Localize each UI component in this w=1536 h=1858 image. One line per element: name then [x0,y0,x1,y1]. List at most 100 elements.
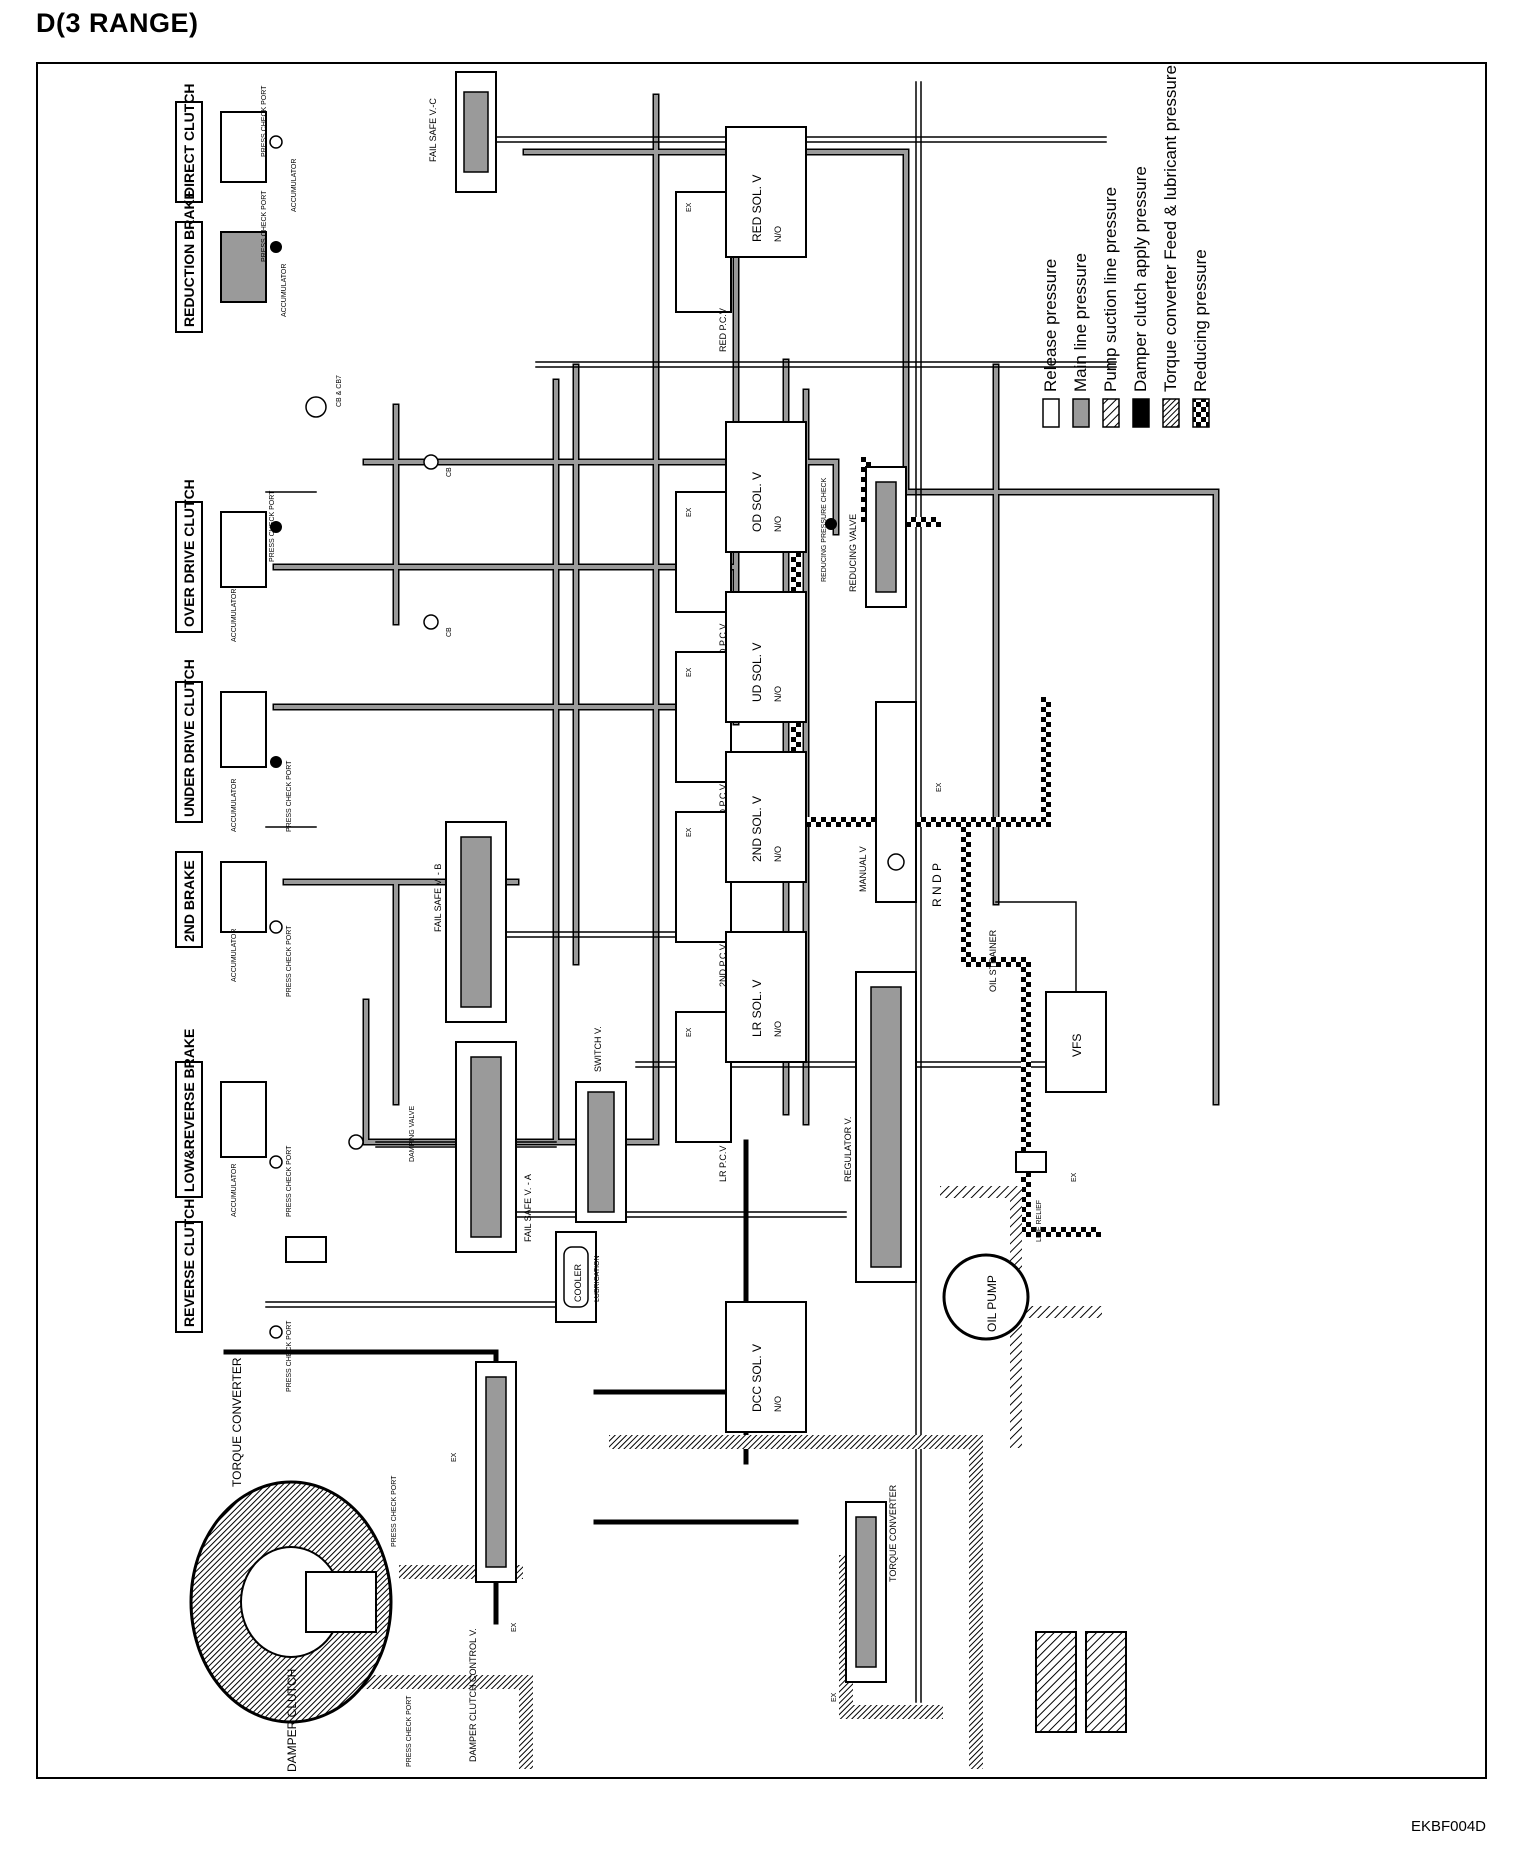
torque-converter: TORQUE CONVERTER DAMPER CLUTCH [189,1357,393,1772]
od-solenoid-valve: OD SOL. V N/O OD P.C.V [675,421,807,662]
fail-safe-vc-label: FAIL SAFE V.-C [428,98,438,162]
oil-pump-label: OIL PUMP [985,1275,999,1332]
fail-safe-va-label: FAIL SAFE V. - A [523,1174,533,1242]
legend-swatch-reducing [1192,398,1210,428]
cooler-label: COOLER [573,1263,583,1302]
switch-valve: SWITCH V. [575,1026,627,1223]
od-pcv-label: OD P.C.V [718,624,728,662]
lr-sol-no-label: N/O [773,1021,783,1037]
legend-label-main-line: Main line pressure [1071,253,1090,392]
clutch-brake-group: DIRECT CLUTCH REDUCTION BRAKE OVER DRIVE… [175,83,413,1772]
over-drive-clutch: OVER DRIVE CLUTCH [175,479,282,633]
second-sol-no-label: N/O [773,846,783,862]
legend-swatch-pump-suction [1102,398,1120,428]
press-check-port-label: PRESS CHECK PORT [406,1695,413,1767]
line-relief-valve: LINE RELIEF [1015,1151,1047,1242]
manual-v-label: MANUAL V [858,846,868,892]
accumulator-label: ACCUMULATOR [231,589,238,642]
ud-sol-v-label: UD SOL. V [750,643,764,702]
press-check-port-icon [269,1155,283,1169]
press-check-port-label: PRESS CHECK PORT [261,190,268,262]
reducing-valve-label: REDUCING VALVE [848,514,858,592]
damper-clutch-control-v-label: DAMPER CLUTCH CONTROL V. [468,1628,478,1762]
legend-label-release: Release pressure [1041,259,1060,392]
hydraulic-circuit-diagram: DIRECT CLUTCH REDUCTION BRAKE OVER DRIVE… [175,65,1220,1772]
ex-label: EX [686,507,693,517]
regulator-v-label: REGULATOR V. [843,1117,853,1182]
legend: Release pressure Main line pressure Pump… [1041,65,1210,428]
red-sol-v-label: RED SOL. V [750,175,764,242]
lr-sol-v-label: LR SOL. V [750,980,764,1037]
red-solenoid-valve: RED SOL. V N/O RED P.C.V [675,126,807,352]
legend-label-damper-apply: Damper clutch apply pressure [1131,166,1150,392]
press-check-port-label: PRESS CHECK PORT [269,490,276,562]
reducing-pressure-check-icon [825,518,837,530]
press-check-port-icon [270,521,282,533]
damping-valve-label: DAMPING VALVE [409,1106,416,1162]
press-check-port-label: PRESS CHECK PORT [391,1475,398,1547]
page-title: D(3 RANGE) [36,8,199,38]
cb-cb2-label: CB & CB7 [336,375,343,407]
ex-label: EX [1071,1172,1078,1182]
ex-label: EX [686,667,693,677]
reducing-valve: REDUCING PRESSURE CHECK REDUCING VALVE [821,466,907,608]
legend-swatch-release [1042,398,1060,428]
accumulator-label: ACCUMULATOR [231,1164,238,1217]
damper-clutch-label: DAMPER CLUTCH [285,1669,299,1772]
reduction-brake: REDUCTION BRAKE [175,190,282,333]
oil-strainer: OIL STRAINER [988,929,998,992]
lubrication-label: LUBRICATION [594,1255,601,1302]
check-ball-icon [423,454,439,470]
red-pcv-label: RED P.C.V [718,308,728,352]
under-drive-clutch-label: UNDER DRIVE CLUTCH [181,659,197,817]
ex-label: EX [936,782,943,792]
fail-safe-valve-b: FAIL SAFE V. - B [433,821,507,1023]
check-ball-icon [305,396,327,418]
press-check-port-label: PRESS CHECK PORT [286,1320,293,1392]
legend-swatch-damper-apply [1132,398,1150,428]
ex-label: EX [511,1622,518,1632]
press-check-port-icon [269,1325,283,1339]
fail-safe-valve-c: FAIL SAFE V.-C [428,71,497,193]
od-sol-no-label: N/O [773,516,783,532]
oil-sump-icon [1085,1631,1127,1733]
gear-positions-label: R N D P [930,863,944,907]
direct-clutch-label: DIRECT CLUTCH [181,83,197,197]
fail-safe-vb-label: FAIL SAFE V. - B [433,864,443,932]
reducing-pressure-check-label: REDUCING PRESSURE CHECK [821,477,828,582]
second-sol-v-label: 2ND SOL. V [750,796,764,862]
reverse-clutch-label: REVERSE CLUTCH [181,1199,197,1327]
press-check-port-label: PRESS CHECK PORT [286,1145,293,1217]
damper-clutch-control-valve: DAMPER CLUTCH CONTROL V. [468,1361,517,1762]
accumulator-label: ACCUMULATOR [281,264,288,317]
oil-pump: OIL PUMP [942,1253,1030,1341]
low-reverse-brake-label: LOW&REVERSE BRAKE [181,1029,197,1192]
lr-pcv-label: LR P.C.V [718,1146,728,1182]
oil-sump-icon [1035,1631,1077,1733]
torque-converter-label: TORQUE CONVERTER [230,1357,244,1487]
manual-valve: MANUAL V R N D P [858,701,944,907]
press-check-port-icon [270,756,282,768]
vfs-label: VFS [1070,1034,1084,1057]
lr-solenoid-valve: LR SOL. V N/O LR P.C.V [675,931,807,1182]
cb-label: CB [446,627,453,637]
ud-pcv-label: UD P.C.V [718,784,728,822]
legend-label-reducing: Reducing pressure [1191,249,1210,392]
direct-clutch: DIRECT CLUTCH [175,83,283,203]
accumulator-label: ACCUMULATOR [231,779,238,832]
ex-label: EX [686,202,693,212]
reverse-clutch: REVERSE CLUTCH [175,1199,327,1339]
valve-group: FAIL SAFE V.-C FAIL SAFE V. - B FAIL SAF… [305,71,1127,1762]
cb-label: CB [446,467,453,477]
legend-label-pump-suction: Pump suction line pressure [1101,187,1120,392]
oil-strainer-label: OIL STRAINER [988,929,998,992]
ex-label: EX [451,1452,458,1462]
legend-swatch-tc-feed [1162,398,1180,428]
accumulator-label: ACCUMULATOR [291,159,298,212]
ex-label: EX [831,1692,838,1702]
cooler: COOLER LUBRICATION [555,1231,601,1323]
figure-code: EKBF004D [1410,1818,1486,1835]
ud-solenoid-valve: UD SOL. V N/O UD P.C.V [675,591,807,822]
legend-label-tc-feed: Torque converter Feed & lubricant pressu… [1161,65,1180,392]
press-check-port-icon [270,241,282,253]
